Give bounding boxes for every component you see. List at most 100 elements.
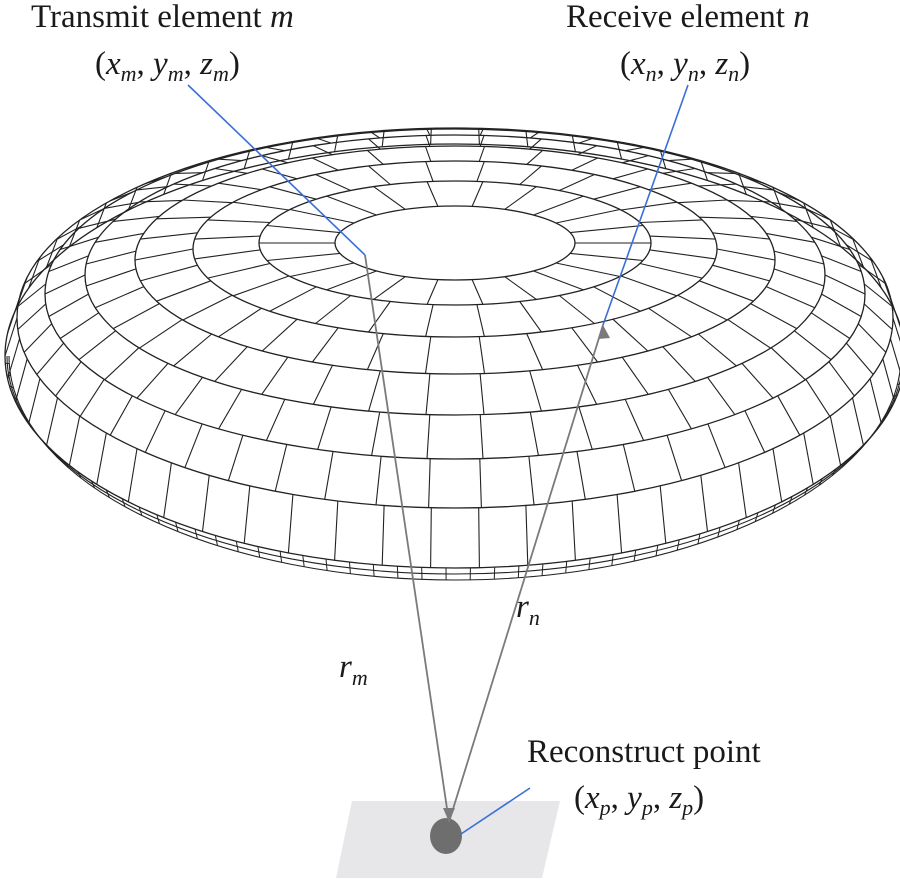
dome-segment-line	[381, 505, 385, 566]
dome-segment-line	[163, 462, 172, 518]
dome-segment-line	[194, 235, 261, 240]
reconstruct-point-marker	[430, 818, 462, 854]
dome-segment-line	[46, 397, 59, 446]
dome-rim-tick	[893, 394, 898, 398]
dome-rim-tick	[5, 362, 10, 365]
dome-rim-tick	[6, 374, 11, 377]
dome-segment-line	[662, 167, 696, 174]
dome-segment-line	[659, 149, 667, 169]
dome-segment-line	[529, 132, 539, 139]
dome-rim-tick	[42, 440, 47, 447]
dome-segment-line	[659, 485, 667, 544]
dome-rim-tick	[138, 506, 143, 516]
dome-segment-line	[578, 137, 593, 144]
dome-segment-line	[698, 183, 737, 187]
dome-segment-line	[136, 363, 169, 399]
dome-rim-tick	[541, 563, 544, 576]
dome-segment-line	[173, 333, 213, 367]
dome-segment-line	[334, 501, 339, 561]
dome-segment-line	[667, 152, 682, 156]
dome-segment-line	[368, 301, 391, 333]
dome-segment-line	[145, 176, 166, 185]
dome-segment-line	[317, 137, 332, 144]
dome-segment-line	[741, 186, 774, 191]
dome-segment-line	[699, 216, 754, 220]
dome-segment-line	[156, 216, 211, 220]
dome-segment-line	[266, 224, 340, 234]
dome-segment-line	[697, 333, 737, 367]
dome-segment-line	[261, 356, 289, 395]
dome-segment-line	[368, 370, 381, 412]
dome-segment-line	[479, 373, 485, 415]
dome-rim-tick	[9, 385, 14, 389]
dome-rim-tick	[25, 419, 30, 424]
dome-segment-line	[738, 462, 747, 518]
dome-segment-line	[269, 186, 317, 200]
dome-rim-tick	[156, 514, 160, 524]
dome-segment-line	[182, 294, 233, 321]
dome-segment-line	[96, 432, 107, 485]
dome-segment-line	[28, 257, 41, 289]
dome-segment-line	[79, 379, 105, 417]
dome-segment-line	[794, 330, 832, 361]
dome-segment-line	[794, 218, 832, 229]
dome-segment-line	[857, 323, 887, 353]
dome-segment-line	[136, 186, 169, 191]
dome-segment-line	[14, 358, 28, 402]
dome-segment-line	[577, 365, 598, 405]
dome-segment-line	[174, 376, 203, 415]
dome-segment-line	[504, 276, 537, 300]
dome-rim-tick	[64, 461, 69, 468]
dome-segment-line	[750, 215, 797, 222]
dome-segment-line	[218, 307, 262, 338]
dome-segment-line	[14, 277, 28, 311]
dome-segment-line	[666, 435, 683, 481]
dome-segment-line	[175, 172, 203, 174]
dome-segment-line	[479, 129, 484, 136]
dome-segment-line	[845, 342, 874, 375]
dome-segment-line	[744, 176, 765, 185]
dome-segment-line	[889, 297, 900, 328]
dome-rim-tick	[754, 512, 759, 522]
dome-segment-line	[261, 318, 298, 352]
dome-segment-line	[426, 414, 431, 459]
dome-segment-line	[367, 149, 384, 165]
dome-segment-line	[134, 248, 194, 261]
dome-segment-line	[139, 319, 183, 349]
dome-segment-line	[424, 146, 432, 162]
dome-segment-line	[425, 161, 434, 182]
dome-segment-line	[528, 456, 535, 505]
dome-segment-line	[707, 172, 735, 174]
dome-segment-line	[214, 346, 248, 382]
dome-segment-line	[625, 146, 644, 152]
dome-rim-tick	[588, 558, 591, 570]
dome-segment-line	[163, 173, 172, 195]
dome-segment-line	[425, 135, 431, 147]
dome-segment-line	[324, 451, 334, 500]
dome-segment-line	[529, 370, 542, 412]
dome-segment-line	[315, 295, 352, 324]
dome-segment-line	[811, 236, 850, 251]
dome-segment-line	[140, 264, 198, 282]
dome-segment-line	[59, 312, 100, 339]
dome-segment-line	[233, 275, 290, 297]
dome-rim-tick	[874, 427, 879, 433]
dome-segment-line	[555, 208, 621, 224]
dome-segment-line	[28, 378, 41, 424]
dome-segment-line	[750, 303, 798, 330]
ray-rn-arrowhead	[598, 325, 610, 339]
dome-segment-line	[648, 307, 692, 338]
dome-segment-line	[571, 134, 576, 152]
dome-segment-line	[36, 244, 64, 262]
dome-segment-line	[526, 333, 544, 370]
dome-segment-line	[479, 127, 482, 130]
dome-segment-line	[707, 163, 726, 169]
dome-segment-line	[269, 286, 317, 312]
dome-rim-tick	[804, 487, 809, 496]
dome-segment-line	[311, 327, 339, 363]
dome-segment-line	[620, 201, 677, 211]
dome-segment-line	[570, 252, 644, 262]
dome-segment-line	[46, 238, 59, 268]
dome-rim-tick	[279, 551, 283, 563]
dome-segment-line	[368, 165, 391, 185]
